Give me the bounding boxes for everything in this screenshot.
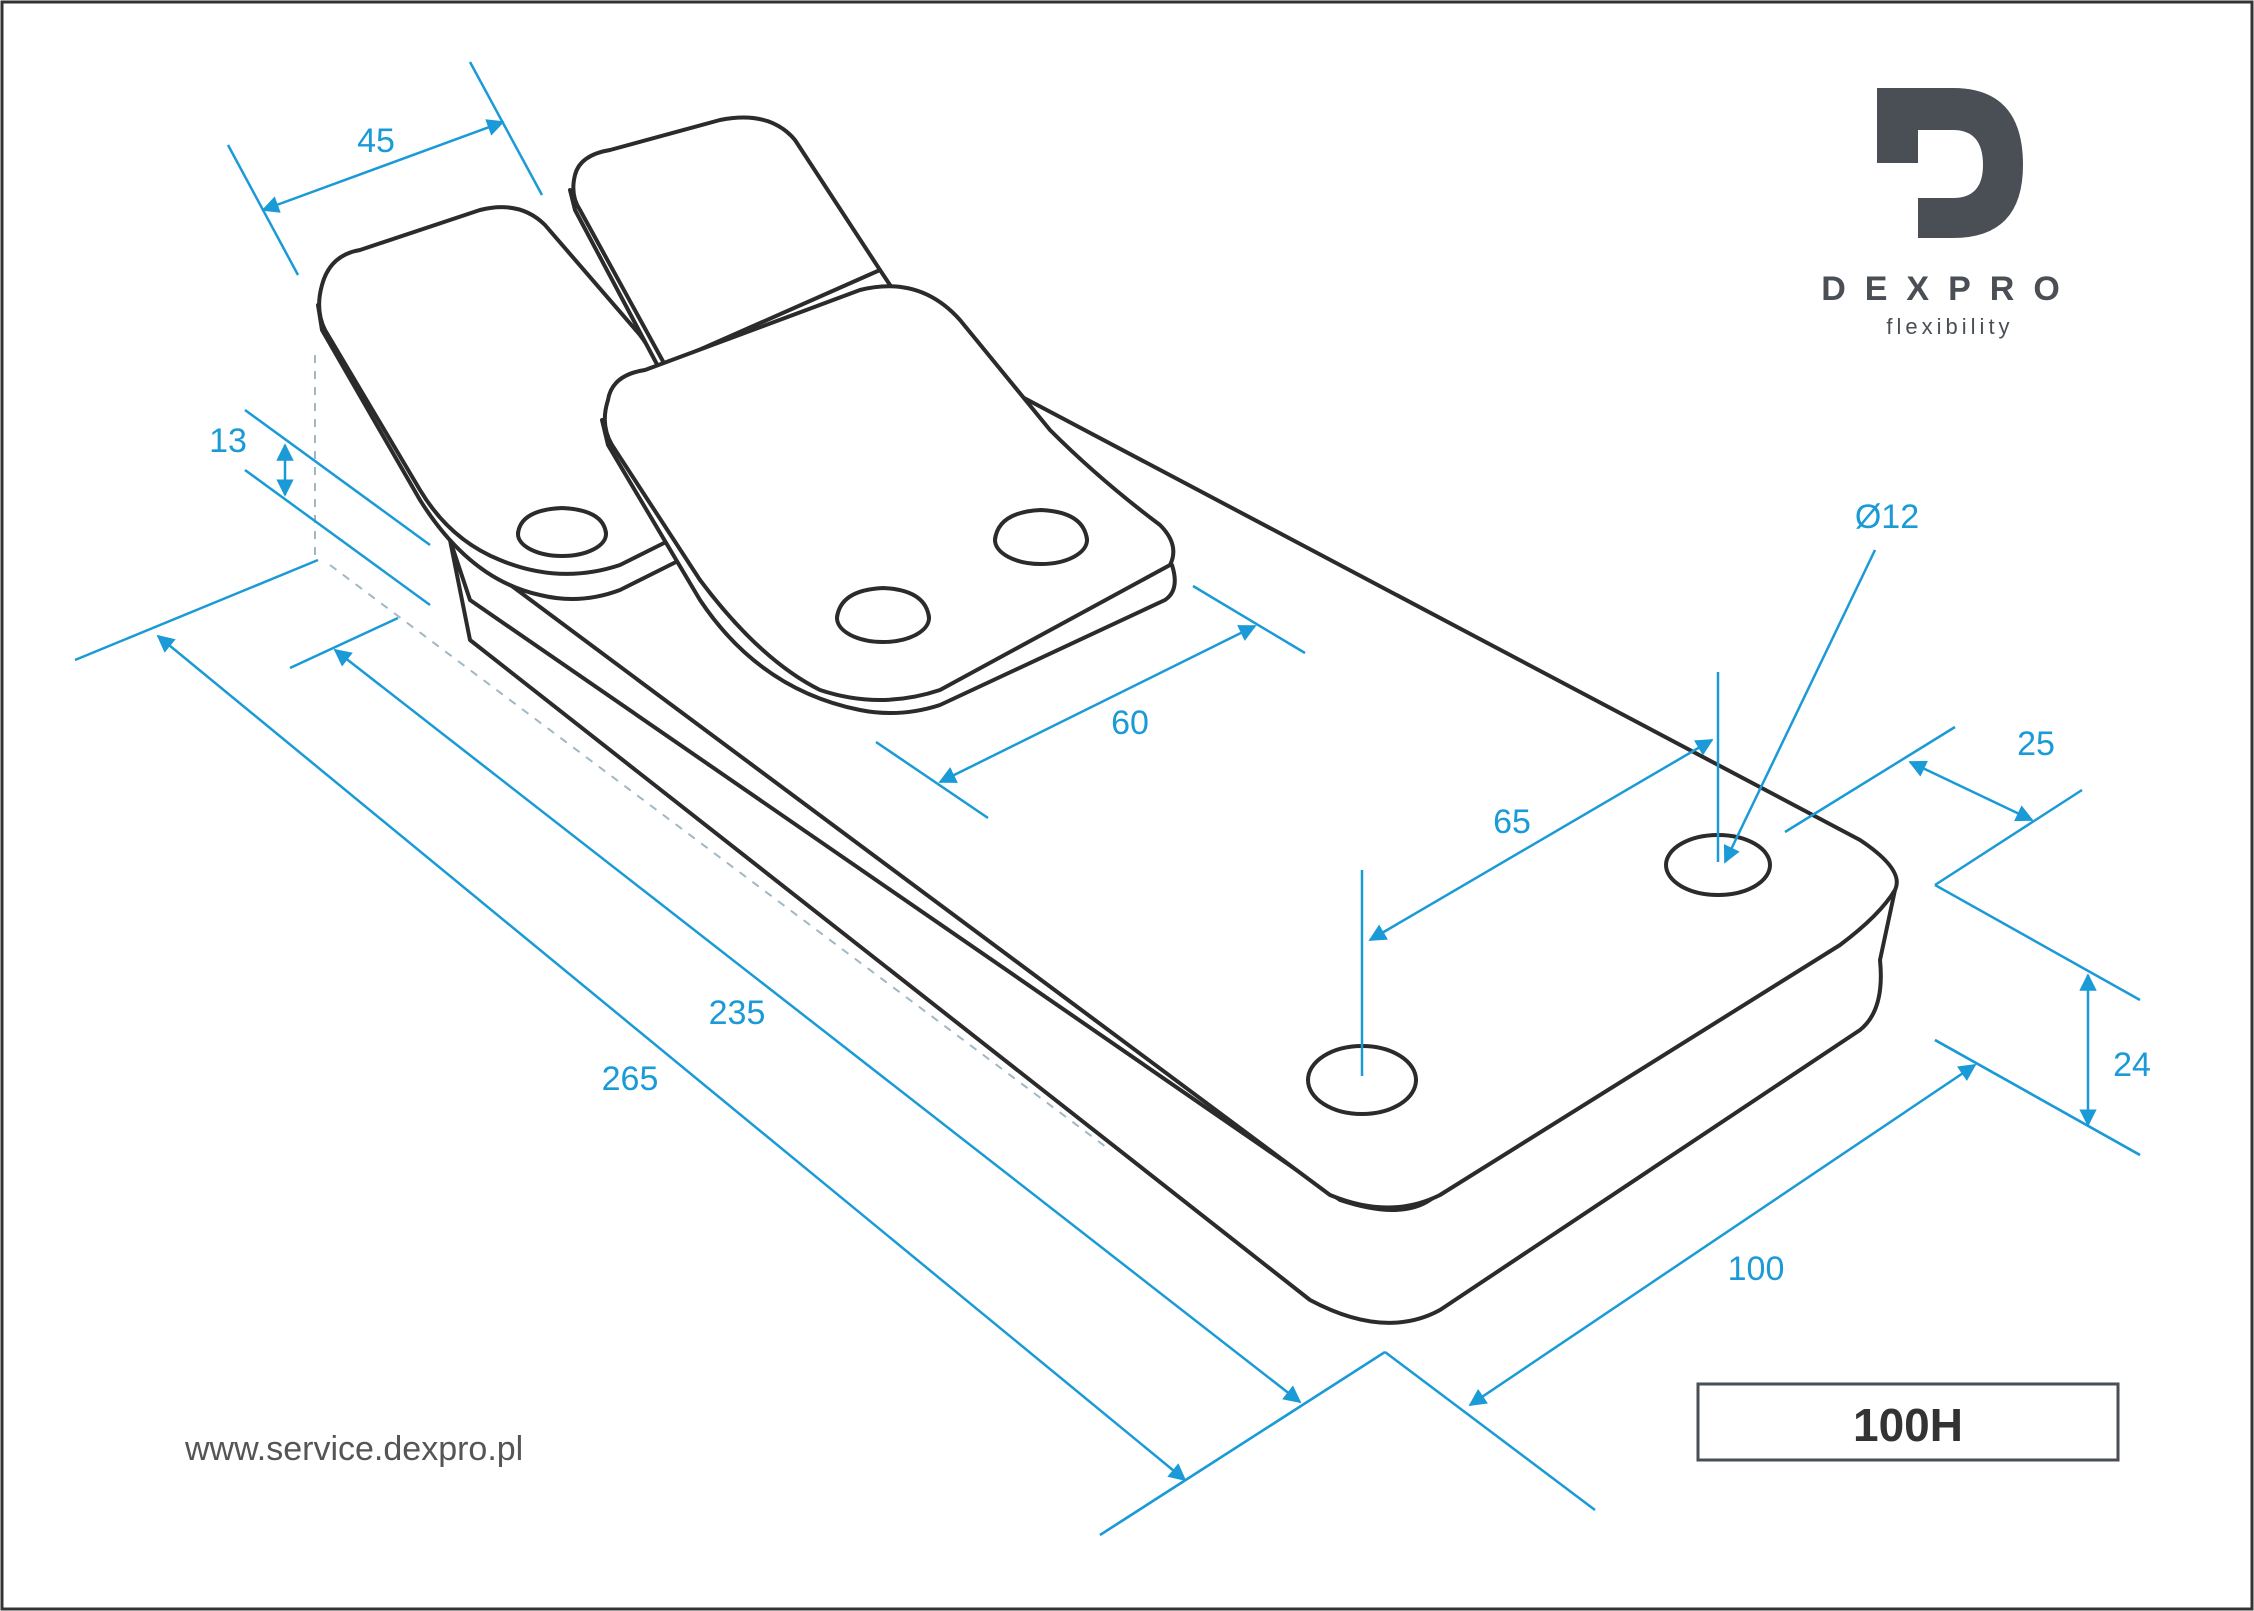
- dim-label-diameter: Ø12: [1855, 498, 1919, 536]
- brand-tagline: flexibility: [1886, 314, 2013, 339]
- button-front-2-top: [993, 508, 1089, 542]
- dim-label-25: 25: [2017, 725, 2055, 763]
- dim-label-45: 45: [357, 122, 395, 160]
- dexpro-logo: DEXPRO flexibility: [1821, 88, 2079, 339]
- dim-label-265: 265: [602, 1060, 659, 1098]
- dim-label-235: 235: [709, 994, 766, 1032]
- dim-label-60: 60: [1111, 704, 1149, 742]
- dim-label-24: 24: [2113, 1046, 2151, 1084]
- dim-label-100: 100: [1728, 1250, 1785, 1288]
- brand-name: DEXPRO: [1821, 270, 2079, 308]
- dimension-lines: [74, 61, 2141, 1537]
- button-front-1-top: [835, 586, 931, 620]
- dexpro-d-mark: [1877, 88, 2023, 238]
- pad-center-top: [571, 115, 882, 367]
- dim-label-65: 65: [1493, 803, 1531, 841]
- pad-front-top: [602, 284, 1176, 702]
- model-code: 100H: [1853, 1399, 1963, 1451]
- button-left-top: [516, 506, 608, 536]
- model-box: [1696, 1382, 2120, 1462]
- dim-label-13: 13: [209, 422, 247, 460]
- website-link[interactable]: www.service.dexpro.pl: [184, 1430, 523, 1468]
